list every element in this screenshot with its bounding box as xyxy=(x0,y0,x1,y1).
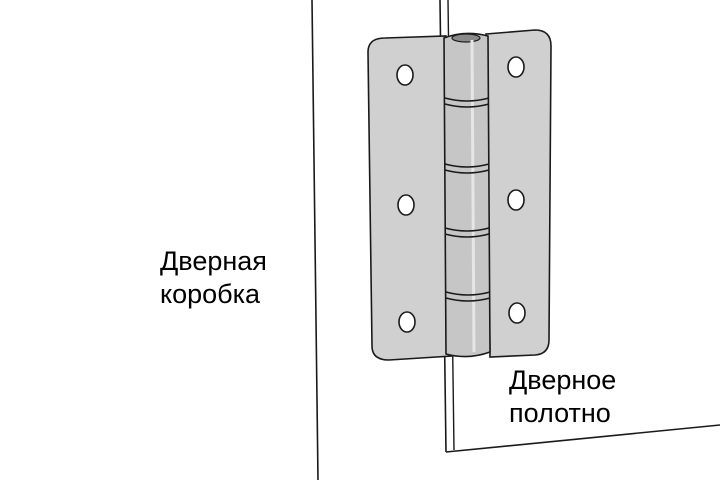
door-frame-label-line1: Дверная xyxy=(160,246,267,276)
door-leaf-label: Дверное полотно xyxy=(509,364,616,430)
knuckle-joints xyxy=(444,97,491,302)
hinge-knuckle-barrel xyxy=(443,32,491,358)
hinge-pin-top xyxy=(451,33,481,43)
door-frame-label: Дверная коробка xyxy=(160,245,267,311)
door-leaf-bottom-edge xyxy=(445,424,720,453)
door-leaf-label-line1: Дверное xyxy=(509,365,617,395)
door-frame-label-line2: коробка xyxy=(160,279,261,309)
door-leaf-label-line2: полотно xyxy=(509,398,611,428)
screw-hole-icon xyxy=(507,56,526,324)
knuckle-highlight xyxy=(470,39,476,353)
door-frame-edge xyxy=(311,0,319,480)
screw-hole-icon xyxy=(396,64,416,333)
